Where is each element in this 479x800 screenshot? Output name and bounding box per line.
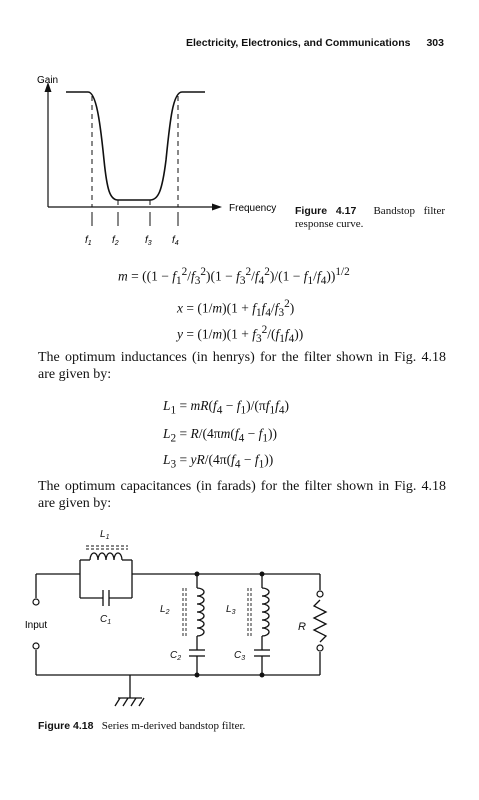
x-axis-arrow-icon: [212, 203, 222, 211]
y-axis-label: Gain: [37, 75, 58, 86]
equation-x: x = (1/m)(1 + f1f4/f32): [177, 298, 295, 320]
y-axis-arrow-icon: [44, 82, 52, 92]
figure-4-17-response-curve: Gain Frequency f1 f2 f3 f4: [37, 75, 276, 247]
f2-label: f2: [112, 235, 119, 247]
frequency-ticks: [91, 212, 179, 226]
resistor-terminal-bottom: [316, 644, 324, 652]
running-header: Electricity, Electronics, and Communicat…: [0, 37, 444, 49]
label-r: R: [298, 621, 306, 633]
equation-L1: L1 = mR(f4 − f1)/(πf1f4): [163, 398, 290, 417]
cutoff-dashed-lines: [91, 96, 179, 207]
figure-4-18-caption-number: Figure 4.18: [38, 720, 94, 732]
paragraph-capacitances: The optimum capacitances (in farads) for…: [38, 479, 446, 511]
figure-4-18-caption-text: Series m-derived bandstop filter.: [101, 720, 246, 732]
inductor-l2-coil: [196, 587, 205, 637]
label-l2: L2: [160, 604, 170, 616]
equation-L3: L3 = yR/(4π(f4 − f1)): [163, 452, 274, 471]
inductor-l3-coil: [261, 587, 270, 637]
input-terminal-bottom: [32, 642, 40, 650]
figure-4-17-caption-number: Figure 4.17: [295, 205, 357, 217]
inductor-cores: [86, 545, 252, 636]
figure-4-17-caption-text: Bandstop filter response curve.: [295, 205, 445, 230]
figure-4-17-axes: [47, 90, 214, 208]
equation-L2: L2 = R/(4πm(f4 − f1)): [163, 426, 277, 445]
page-number: 303: [426, 37, 444, 49]
figure-4-18-circuit: L1 C1 L2 L3 C2 C3 R Input: [25, 529, 328, 707]
equation-y: y = (1/m)(1 + f32/(f1f4)): [177, 324, 304, 346]
label-l1: L1: [100, 529, 110, 541]
label-c3: C3: [234, 650, 245, 662]
f3-label: f3: [145, 235, 152, 247]
figure-4-17-caption: Figure 4.17 Bandstop filter response cur…: [295, 205, 445, 231]
resistor-r: [312, 599, 328, 643]
f4-label: f4: [172, 235, 179, 247]
junction-dots: [194, 571, 265, 678]
f1-label: f1: [85, 235, 92, 247]
bandstop-response-curve: [66, 91, 205, 201]
label-c1: C1: [100, 614, 111, 626]
x-axis-label: Frequency: [229, 203, 276, 214]
figure-4-18-caption: Figure 4.18 Series m-derived bandstop fi…: [38, 720, 245, 733]
resistor-terminal-top: [316, 590, 324, 598]
header-title: Electricity, Electronics, and Communicat…: [186, 37, 411, 49]
equation-m: m = ((1 − f12/f32)(1 − f32/f42)/(1 − f1/…: [118, 266, 350, 288]
paragraph-inductances: The optimum inductances (in henrys) for …: [38, 350, 446, 382]
label-input: Input: [25, 620, 47, 631]
label-l3: L3: [226, 604, 236, 616]
input-terminal-top: [32, 598, 40, 606]
inductor-l1-coil: [89, 552, 123, 561]
label-c2: C2: [170, 650, 181, 662]
